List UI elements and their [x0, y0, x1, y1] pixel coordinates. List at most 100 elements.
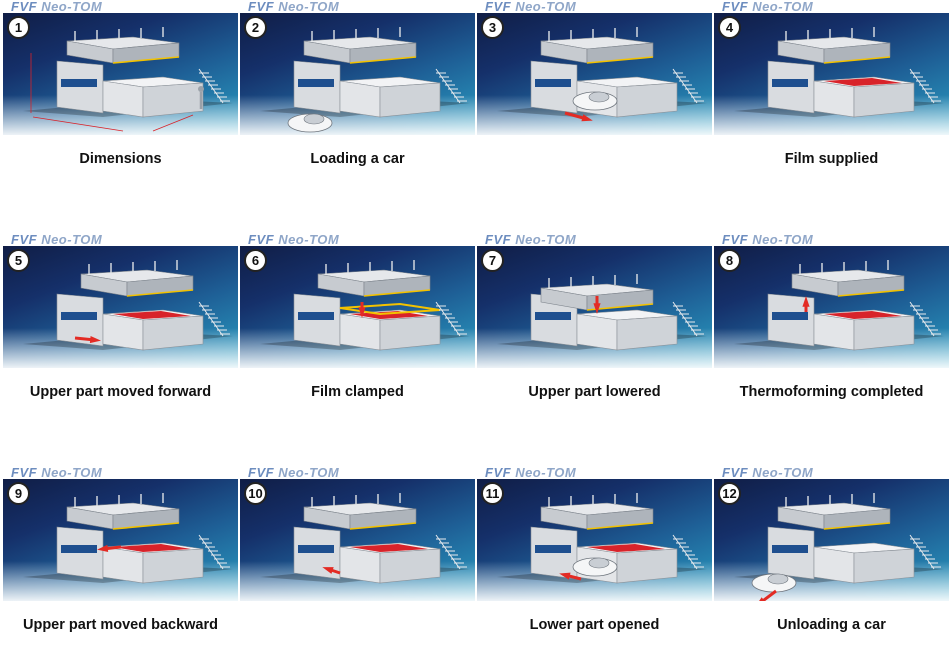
brand-prefix: FVF [248, 465, 275, 480]
motion-arrow-head [97, 544, 109, 553]
brand-prefix: FVF [485, 0, 512, 14]
upper-part-stripe [586, 522, 654, 530]
control-panel [61, 545, 97, 553]
step-caption: Unloading a car [777, 617, 886, 633]
machine-illustration: 6 [240, 246, 475, 368]
step-number-badge: 10 [244, 482, 267, 505]
brand-name: Neo-TOM [515, 0, 577, 14]
lower-chamber-front [102, 80, 144, 118]
stair-rail [435, 534, 461, 570]
motion-arrow-head [89, 335, 101, 344]
lower-chamber-front [339, 546, 381, 584]
upper-part-stripe [349, 522, 417, 530]
stair-rail [672, 68, 698, 104]
brand-prefix: FVF [722, 465, 749, 480]
lower-chamber-side [853, 315, 915, 351]
brand-prefix: FVF [248, 0, 275, 14]
upper-part-stripe [112, 56, 180, 64]
step-caption: Film supplied [784, 151, 879, 167]
stair-rail [909, 301, 935, 337]
clamp-frame [339, 302, 441, 316]
dimension-width [152, 114, 194, 132]
machine-group [497, 274, 707, 351]
machine-group [734, 27, 944, 118]
machine-illustration: 11 [477, 479, 712, 601]
brand-name: Neo-TOM [515, 232, 577, 247]
machine-drawing [260, 260, 470, 351]
machine-group [497, 493, 707, 584]
machine-group [23, 493, 233, 584]
dimension-length [32, 116, 124, 132]
machine-drawing [23, 27, 233, 132]
lower-chamber-front [102, 313, 144, 351]
motion-arrow-head [759, 597, 765, 601]
stair-rail [909, 68, 935, 104]
brand-name: Neo-TOM [41, 232, 103, 247]
film-sheet [113, 311, 191, 319]
machine-illustration: 8 [714, 246, 949, 368]
step-caption: Upper part lowered [528, 384, 661, 400]
motion-arrow-head [358, 307, 366, 318]
stair-rail [672, 301, 698, 337]
lower-chamber-side [616, 548, 678, 584]
brand-prefix: FVF [248, 232, 275, 247]
brand-logo: FVF Neo-TOM [11, 466, 102, 480]
lower-chamber-side [379, 82, 441, 118]
brand-name: Neo-TOM [41, 465, 103, 480]
step-number-badge: 6 [244, 249, 267, 272]
stair-rail [198, 301, 224, 337]
step-number-badge: 12 [718, 482, 741, 505]
lower-chamber-front [339, 313, 381, 351]
lower-chamber-front [102, 546, 144, 584]
step-caption: Upper part moved forward [29, 384, 212, 400]
step-number-badge: 3 [481, 16, 504, 39]
brand-logo: FVF Neo-TOM [11, 0, 102, 14]
control-panel [772, 312, 808, 320]
brand-name: Neo-TOM [41, 0, 103, 14]
machine-illustration: 10 [240, 479, 475, 601]
control-panel [61, 312, 97, 320]
brand-name: Neo-TOM [278, 0, 340, 14]
film-sheet [113, 544, 191, 552]
stair-rail [435, 301, 461, 337]
brand-logo: FVF Neo-TOM [722, 233, 813, 247]
brand-logo: FVF Neo-TOM [248, 233, 339, 247]
brand-prefix: FVF [722, 0, 749, 14]
machine-group [23, 260, 233, 351]
motion-arrow-head [802, 296, 810, 307]
brand-name: Neo-TOM [752, 232, 814, 247]
lower-chamber-front [339, 80, 381, 118]
person-head [198, 86, 204, 92]
brand-logo: FVF Neo-TOM [722, 0, 813, 14]
step-number-badge: 5 [7, 249, 30, 272]
brand-logo: FVF Neo-TOM [485, 233, 576, 247]
control-panel [61, 79, 97, 87]
machine-drawing [497, 493, 707, 584]
brand-name: Neo-TOM [515, 465, 577, 480]
upper-part-stripe [363, 289, 431, 297]
step-number-badge: 4 [718, 16, 741, 39]
upper-part-stripe [837, 289, 905, 297]
car-cabin [588, 557, 610, 569]
machine-group [734, 493, 944, 601]
machine-illustration: 7 [477, 246, 712, 368]
brand-logo: FVF Neo-TOM [485, 0, 576, 14]
upper-part-stripe [126, 289, 194, 297]
step-number-badge: 2 [244, 16, 267, 39]
machine-group [260, 27, 470, 133]
lower-chamber-side [616, 82, 678, 118]
brand-logo: FVF Neo-TOM [485, 466, 576, 480]
machine-illustration: 12 [714, 479, 949, 601]
motion-arrow-head [559, 572, 571, 580]
brand-name: Neo-TOM [752, 465, 814, 480]
machine-drawing [23, 260, 233, 351]
machine-drawing [23, 493, 233, 584]
machine-drawing [260, 493, 470, 584]
film-sheet [824, 311, 902, 319]
motion-arrow-head [593, 303, 601, 314]
film-sheet [824, 78, 902, 86]
machine-illustration: 9 [3, 479, 238, 601]
step-caption: Lower part opened [529, 617, 660, 633]
machine-drawing [497, 27, 707, 122]
machine-illustration: 1 [3, 13, 238, 135]
